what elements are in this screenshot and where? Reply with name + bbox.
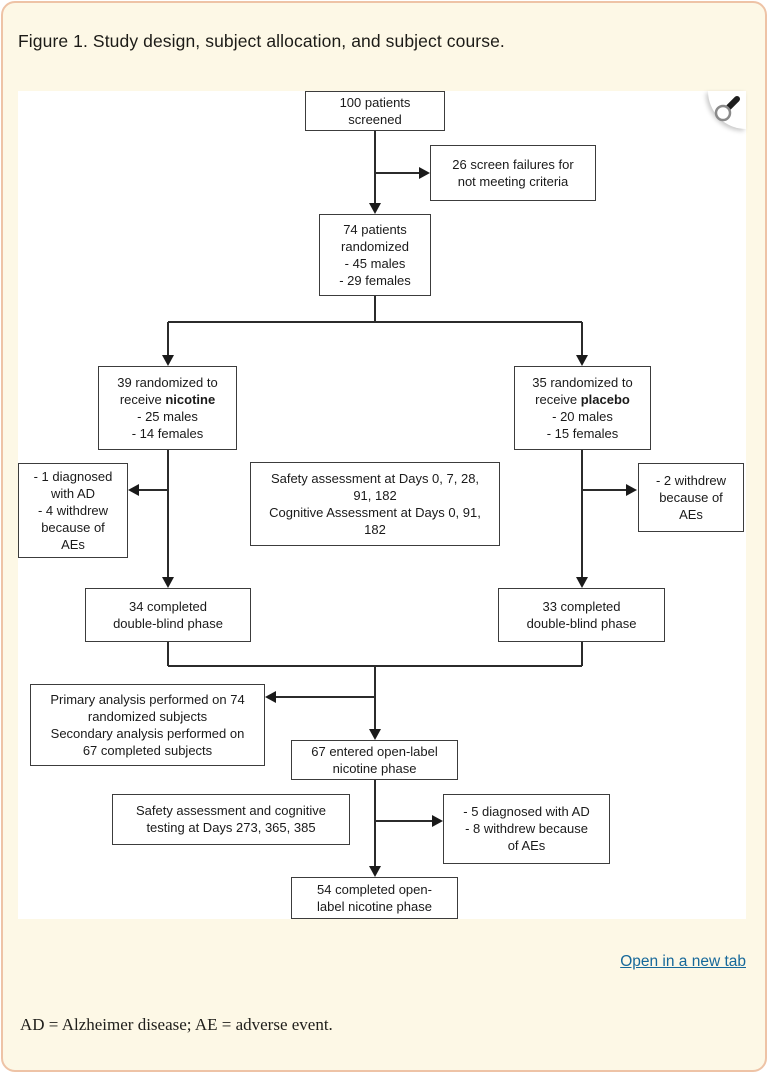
flow-box-nicotine-dropout: - 1 diagnosed with AD - 4 withdrew becau… xyxy=(18,462,128,558)
flow-box-safety-open-label: Safety assessment and cognitive testing … xyxy=(112,793,350,845)
flow-box-screened: 100 patients screened xyxy=(305,90,445,131)
open-in-new-tab-link[interactable]: Open in a new tab xyxy=(620,952,746,970)
magnifier-icon xyxy=(714,95,740,122)
flow-box-completed-open-label: 54 completed open- label nicotine phase xyxy=(291,876,458,919)
flow-box-completed-nicotine: 34 completed double-blind phase xyxy=(85,587,251,642)
flow-box-nicotine-arm: 39 randomized to receive nicotine - 25 m… xyxy=(98,365,237,450)
flow-box-open-label: 67 entered open-label nicotine phase xyxy=(291,739,458,780)
figure-image[interactable]: 100 patients screened 26 screen failures… xyxy=(18,90,746,919)
flow-box-analysis: Primary analysis performed on 74 randomi… xyxy=(30,683,265,766)
flow-box-safety-double-blind: Safety assessment at Days 0, 7, 28, 91, … xyxy=(250,461,500,546)
flow-box-randomized: 74 patients randomized - 45 males - 29 f… xyxy=(319,213,431,296)
flow-box-screen-failures: 26 screen failures for not meeting crite… xyxy=(430,144,596,201)
flow-box-placebo-arm: 35 randomized to receive placebo - 20 ma… xyxy=(514,365,651,450)
figure-actions: Open in a new tab xyxy=(18,953,748,971)
flow-box-completed-placebo: 33 completed double-blind phase xyxy=(498,587,665,642)
figure-caption: Figure 1. Study design, subject allocati… xyxy=(18,31,505,51)
magnify-button[interactable] xyxy=(708,90,746,129)
flow-box-placebo-dropout: - 2 withdrew because of AEs xyxy=(638,462,744,532)
figure-footnote: AD = Alzheimer disease; AE = adverse eve… xyxy=(20,1014,333,1034)
flow-box-open-label-dropout: - 5 diagnosed with AD - 8 withdrew becau… xyxy=(443,793,610,864)
